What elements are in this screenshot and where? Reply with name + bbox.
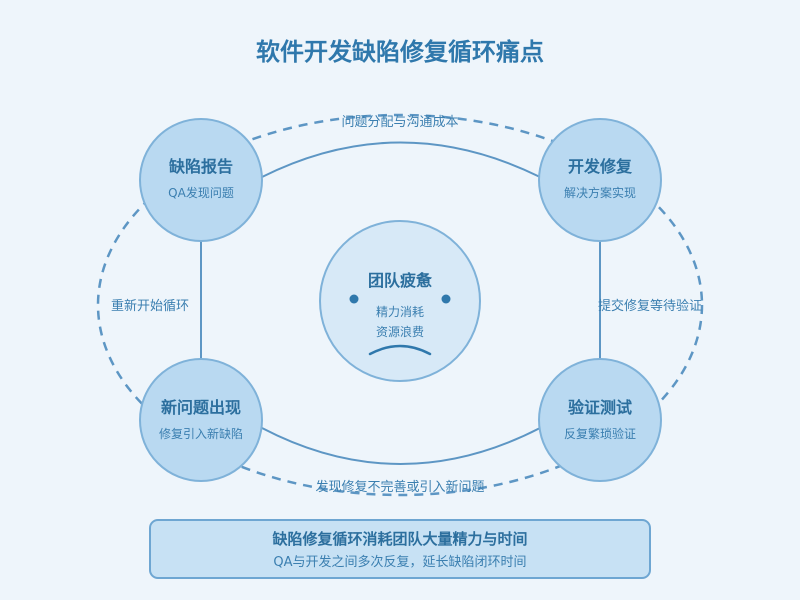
- node-dev-fix-subtitle: 解决方案实现: [564, 185, 636, 200]
- node-team-fatigue-line2: 资源浪费: [376, 324, 424, 339]
- left-eye-icon: [349, 294, 359, 304]
- page-title: 软件开发缺陷修复循环痛点: [256, 38, 544, 66]
- node-dev-fix: 开发修复 解决方案实现: [538, 118, 662, 242]
- node-dev-fix-title: 开发修复: [568, 157, 633, 176]
- edge-label-right: 提交修复等待验证: [598, 298, 702, 314]
- node-team-fatigue-line1: 精力消耗: [376, 305, 424, 319]
- summary-box: 缺陷修复循环消耗团队大量精力与时间 QA与开发之间多次反复，延长缺陷闭环时间: [149, 519, 651, 579]
- sad-mouth-icon: [368, 344, 432, 356]
- summary-subtitle: QA与开发之间多次反复，延长缺陷闭环时间: [273, 554, 526, 570]
- right-eye-icon: [441, 294, 451, 304]
- node-defect-report: 缺陷报告 QA发现问题: [139, 118, 263, 242]
- connector-top: [261, 141, 541, 178]
- summary-title: 缺陷修复循环消耗团队大量精力与时间: [271, 530, 527, 548]
- node-defect-report-subtitle: QA发现问题: [168, 185, 234, 200]
- edge-label-left: 重新开始循环: [111, 298, 189, 314]
- outer-dashed-loop: [96, 113, 704, 497]
- edge-label-top: 问题分配与沟通成本: [341, 115, 458, 130]
- node-new-issue-subtitle: 修复引入新缺陷: [159, 426, 243, 441]
- node-verify-test-subtitle: 反复繁琐验证: [564, 426, 636, 441]
- node-team-fatigue-title: 团队疲惫: [368, 271, 433, 290]
- connector-bottom: [261, 427, 541, 465]
- node-new-issue-title: 新问题出现: [161, 398, 241, 417]
- node-verify-test: 验证测试 反复繁琐验证: [538, 358, 662, 482]
- edge-label-bottom: 发现修复不完善或引入新问题: [315, 479, 484, 495]
- node-verify-test-title: 验证测试: [568, 398, 632, 417]
- node-team-fatigue: 团队疲惫 精力消耗 资源浪费: [319, 220, 481, 382]
- node-defect-report-title: 缺陷报告: [169, 157, 233, 176]
- node-new-issue: 新问题出现 修复引入新缺陷: [139, 358, 263, 482]
